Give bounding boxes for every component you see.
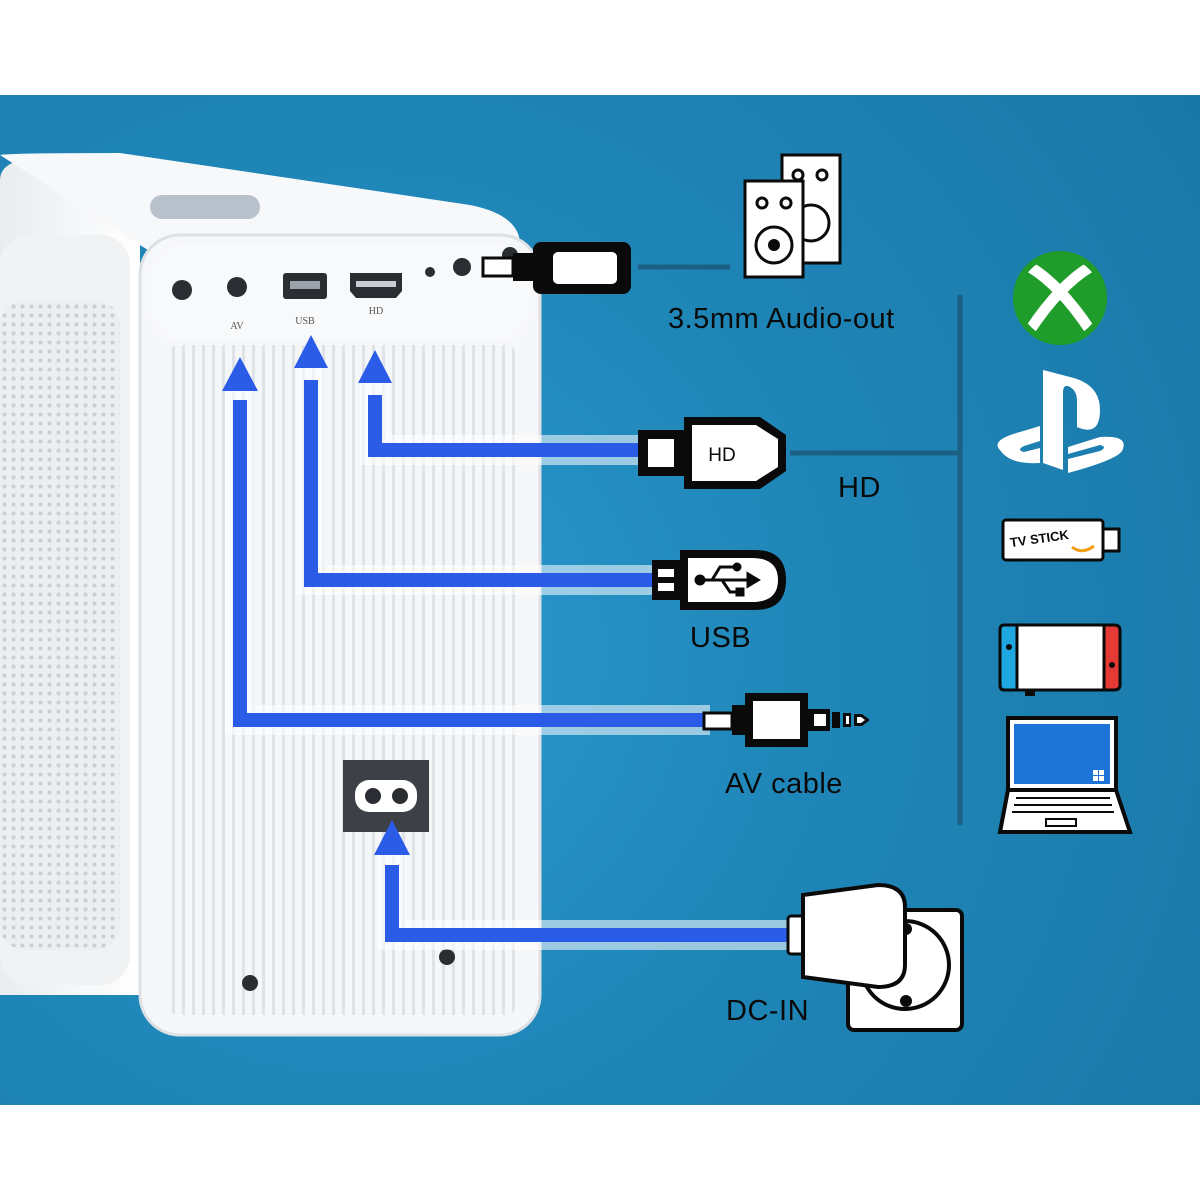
usb-symbol-icon	[694, 562, 761, 597]
ir-sensor	[425, 267, 435, 277]
screw-icon	[242, 975, 258, 991]
av-signal-path	[222, 357, 710, 727]
port-label-av: AV	[230, 321, 244, 332]
screw-icon	[439, 949, 455, 965]
hd-label: HD	[838, 472, 881, 504]
audio-out-label: 3.5mm Audio-out	[668, 303, 895, 335]
game-console-icon	[998, 623, 1122, 696]
speaker-icon	[743, 153, 842, 279]
dc-signal-path	[374, 820, 795, 942]
usb-plug-icon	[652, 550, 786, 610]
hd-signal-path	[358, 350, 640, 457]
playstation-icon	[997, 370, 1124, 473]
av-jack-icon	[702, 693, 870, 747]
av-cable-label: AV cable	[725, 768, 843, 800]
laptop-icon	[997, 716, 1133, 834]
port-label-hd: HD	[369, 306, 383, 317]
usb-signal-path	[294, 335, 660, 587]
keyboard	[1012, 797, 1114, 813]
xbox-icon	[1013, 251, 1107, 345]
av-port	[227, 277, 247, 297]
power-plug-icon	[786, 882, 964, 1032]
windows-logo-icon	[1093, 770, 1104, 781]
hd-plug-text: HD	[708, 445, 735, 466]
port-label-usb: USB	[295, 316, 315, 327]
dc-in-label: DC-IN	[726, 995, 810, 1027]
audio-plug-icon	[481, 242, 631, 294]
connection-diagram: AV USB HD	[0, 153, 1133, 1037]
usb-label: USB	[690, 622, 752, 654]
screw-icon	[172, 280, 192, 300]
tv-stick-icon: TV STICK	[1001, 518, 1121, 562]
hd-plug-icon: HD	[638, 417, 786, 489]
product-panel: AV USB HD	[0, 95, 1200, 1105]
audio-port	[453, 258, 471, 276]
